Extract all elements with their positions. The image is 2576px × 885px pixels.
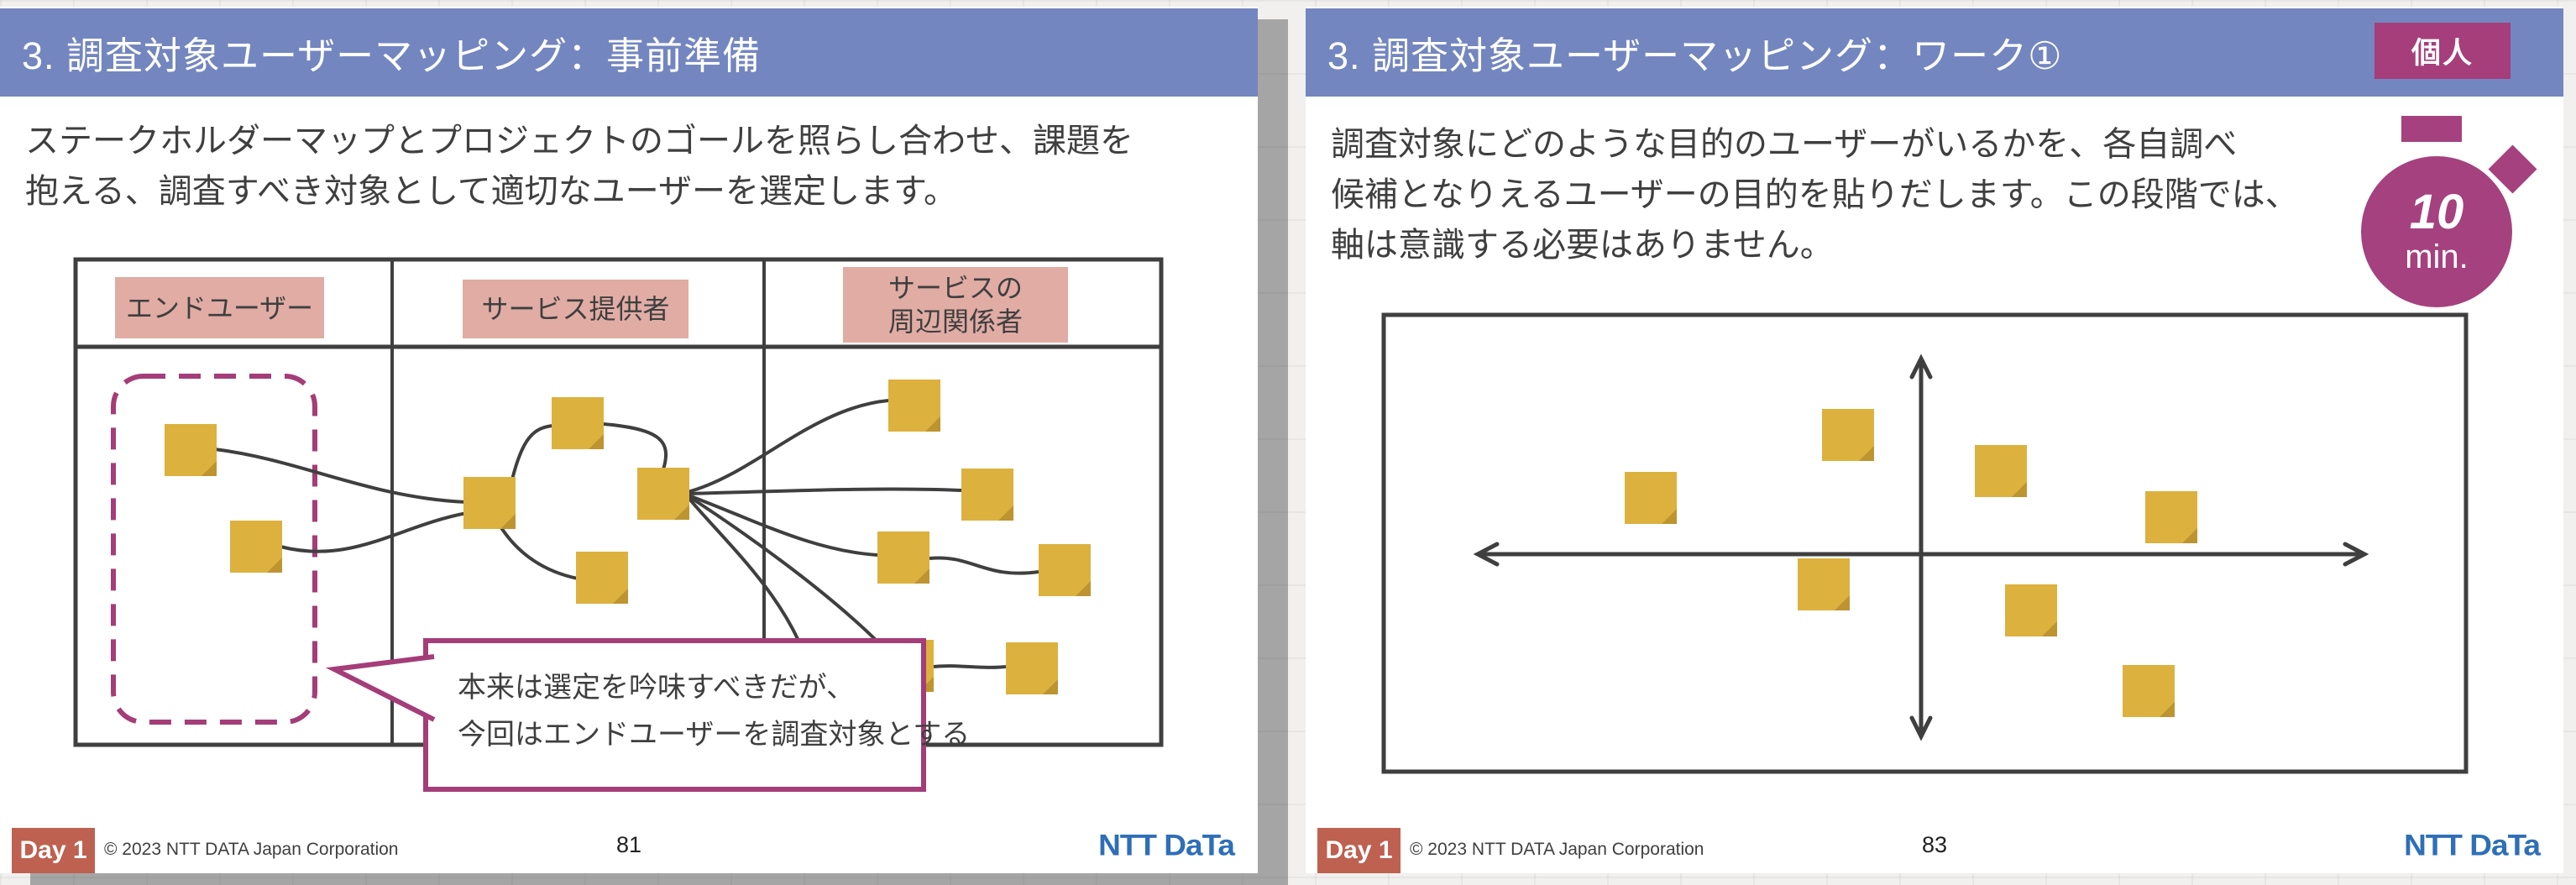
page-number: 81 — [615, 832, 642, 857]
sticky-note — [888, 380, 940, 432]
page-number: 83 — [1921, 832, 1948, 857]
sticky-note — [1975, 445, 2027, 497]
slide-title-bar: 3. 調査対象ユーザーマッピング：事前準備 — [0, 8, 1258, 97]
work-type-badge: 個人 — [2374, 23, 2511, 79]
slide-work-1[interactable]: 3. 調査対象ユーザーマッピング：ワーク① 個人 調査対象にどのような目的のユー… — [1306, 7, 2563, 873]
slide-preparation[interactable]: 3. 調査対象ユーザーマッピング：事前準備 ステークホルダーマップとプロジェクト… — [0, 7, 1258, 873]
column-header-end-user: エンドユーザー — [115, 277, 324, 338]
body-line: 抱える、調査すべき対象として適切なユーザーを選定します。 — [25, 173, 957, 210]
sticky-note — [576, 552, 628, 604]
callout-line: 今回はエンドユーザーを調査対象とする — [458, 719, 971, 751]
body-line: ステークホルダーマップとプロジェクトのゴールを照らし合わせ、課題を — [25, 123, 1134, 160]
stakeholder-map-diagram — [73, 257, 1164, 792]
body-line: 候補となりえるユーザーの目的を貼りだします。この段階では、 — [1331, 176, 2299, 213]
axis-mapping-diagram — [1381, 312, 2469, 774]
sticky-note — [1039, 544, 1091, 596]
copyright-text: © 2023 NTT DATA Japan Corporation — [1410, 840, 1704, 859]
column-header-peripheral: サービスの 周辺関係者 — [843, 267, 1068, 343]
ntt-data-logo: NTT DaTa — [2404, 829, 2541, 861]
sticky-note — [165, 424, 217, 476]
slide-footer: Day 1 © 2023 NTT DATA Japan Corporation … — [1306, 823, 2563, 873]
sticky-note — [637, 468, 689, 520]
body-line: 調査対象にどのような目的のユーザーがいるかを、各自調べ — [1331, 126, 2238, 163]
connection-lines — [214, 399, 1039, 679]
sticky-note — [2005, 584, 2057, 636]
slide-title-bar: 3. 調査対象ユーザーマッピング：ワーク① — [1306, 8, 2563, 97]
page-title: 3. 調査対象ユーザーマッピング：事前準備 — [22, 34, 762, 77]
sticky-note — [552, 397, 604, 449]
sticky-note — [230, 521, 282, 573]
page-title: 3. 調査対象ユーザーマッピング：ワーク① — [1327, 34, 2063, 77]
sticky-note — [2145, 491, 2197, 543]
callout-bubble — [325, 638, 926, 792]
sticky-note — [1822, 409, 1874, 461]
sticky-note — [877, 532, 929, 584]
sticky-note — [1625, 472, 1677, 524]
day-badge: Day 1 — [1317, 828, 1401, 873]
sticky-note — [1798, 558, 1850, 610]
sticky-notes — [1625, 409, 2197, 717]
body-line: 軸は意識する必要はありません。 — [1331, 227, 1834, 264]
ntt-data-logo: NTT DaTa — [1098, 829, 1235, 861]
copyright-text: © 2023 NTT DATA Japan Corporation — [104, 840, 399, 859]
selected-group-dashed-outline — [111, 374, 317, 725]
column-header-service-provider: サービス提供者 — [463, 280, 689, 338]
sticky-note — [2123, 665, 2175, 717]
axes — [1473, 353, 2369, 741]
sticky-note — [463, 477, 516, 529]
slide-footer: Day 1 © 2023 NTT DATA Japan Corporation … — [0, 823, 1258, 873]
diagram-frame — [1381, 312, 2469, 774]
sticky-note — [961, 469, 1013, 521]
sticky-note — [1006, 642, 1058, 694]
day-badge: Day 1 — [12, 828, 95, 873]
callout-line: 本来は選定を吟味すべきだが、 — [458, 672, 855, 704]
